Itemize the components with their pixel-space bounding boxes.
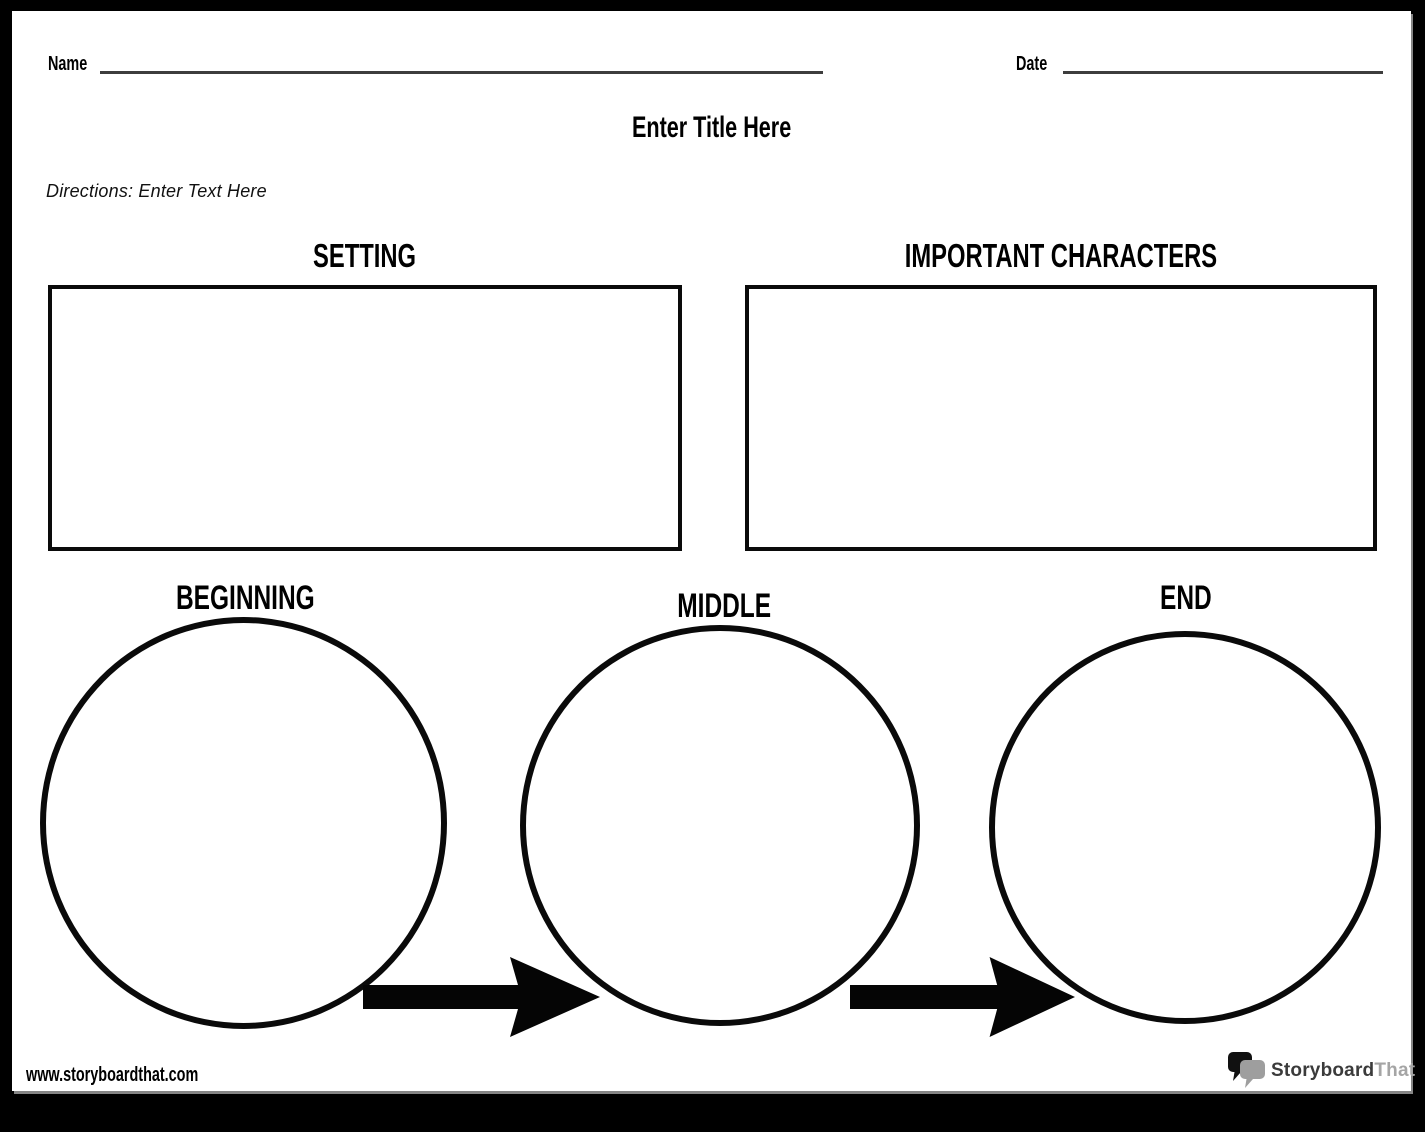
middle-heading: MIDDLE bbox=[677, 587, 771, 625]
page-title: Enter Title Here bbox=[631, 111, 792, 144]
setting-heading: SETTING bbox=[313, 237, 417, 274]
speech-bubbles-icon bbox=[1228, 1052, 1265, 1088]
arrow-right-icon bbox=[850, 957, 1075, 1037]
logo-text-that: That bbox=[1374, 1060, 1416, 1081]
website-url: www.storyboardthat.com bbox=[26, 1064, 199, 1086]
characters-box[interactable] bbox=[745, 285, 1377, 551]
end-heading: END bbox=[1160, 579, 1212, 617]
end-circle[interactable] bbox=[989, 631, 1381, 1024]
setting-box[interactable] bbox=[48, 285, 682, 551]
middle-circle[interactable] bbox=[520, 625, 920, 1026]
directions-text: Directions: Enter Text Here bbox=[46, 181, 267, 201]
characters-heading: IMPORTANT CHARACTERS bbox=[904, 237, 1218, 274]
date-line[interactable] bbox=[1063, 71, 1383, 74]
beginning-heading: BEGINNING bbox=[175, 579, 315, 617]
worksheet-page: Name Date Enter Title Here Directions: E… bbox=[12, 11, 1415, 1091]
beginning-circle[interactable] bbox=[40, 617, 447, 1029]
name-label: Name bbox=[48, 53, 88, 75]
name-line[interactable] bbox=[100, 71, 823, 74]
date-label: Date bbox=[1016, 53, 1048, 75]
arrow-right-icon bbox=[363, 957, 600, 1037]
logo-text-storyboard: Storyboard bbox=[1271, 1060, 1375, 1081]
